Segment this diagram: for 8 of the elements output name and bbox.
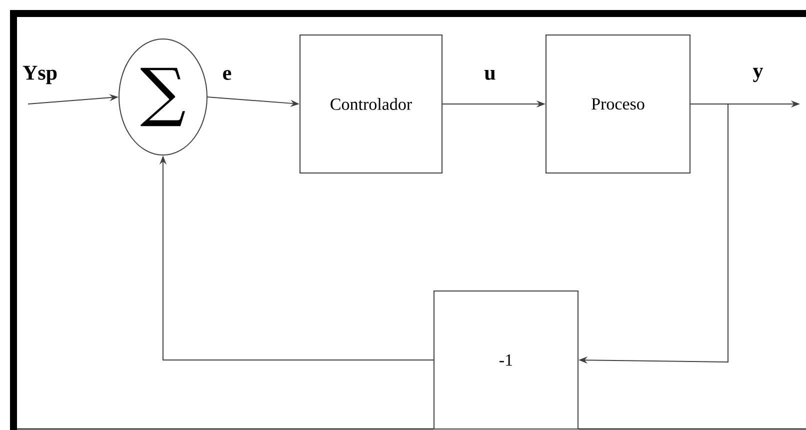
edge-label: Ysp (22, 66, 57, 84)
edge-label: u (484, 70, 496, 80)
edge-label: e (223, 70, 232, 80)
edge-label: y (752, 68, 764, 82)
summing-junction: ∑ (118, 38, 208, 156)
block-box: -1 (434, 290, 578, 430)
block-box: Proceso (546, 34, 690, 174)
block-box: Controlador (300, 34, 442, 174)
